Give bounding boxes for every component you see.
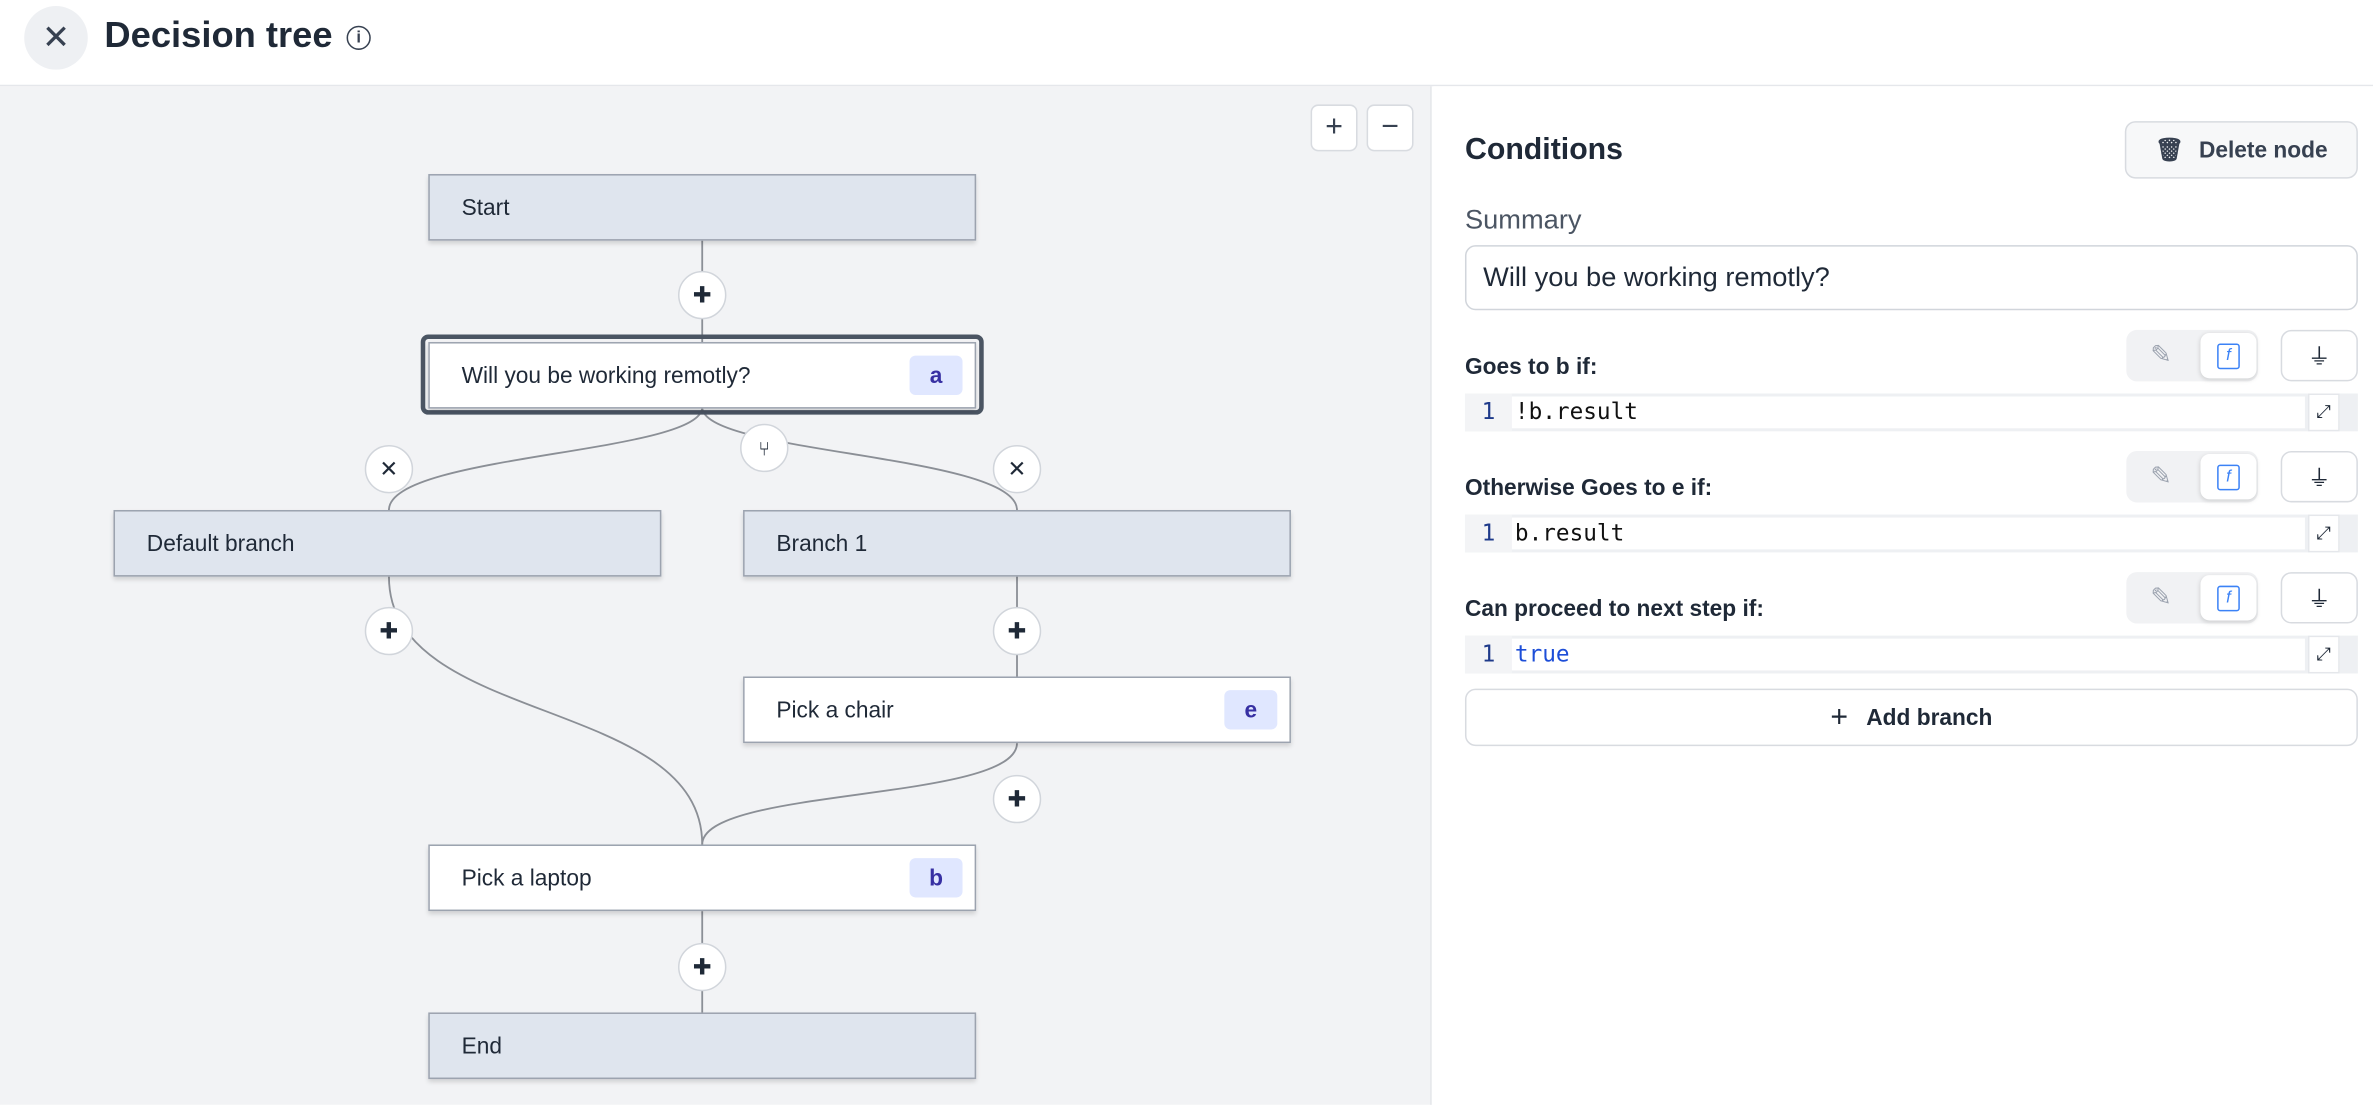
edge bbox=[701, 743, 1018, 845]
condition-label: Otherwise Goes to e if: bbox=[1464, 475, 1713, 501]
flow-canvas[interactable] bbox=[0, 86, 1432, 1105]
add-branch-button[interactable]: + Add branch bbox=[1464, 688, 2358, 747]
summary-input[interactable] bbox=[1464, 245, 2358, 311]
node-label: Branch 1 bbox=[776, 530, 868, 557]
edge bbox=[388, 406, 704, 511]
add-step-icon[interactable]: ✚ bbox=[992, 774, 1042, 824]
node-badge: e bbox=[1224, 690, 1278, 730]
page-title: Decision tree bbox=[104, 15, 333, 56]
node-default-branch[interactable]: Default branch bbox=[113, 510, 662, 577]
line-number: 1 bbox=[1464, 393, 1512, 432]
condition-label: Can proceed to next step if: bbox=[1464, 596, 1764, 623]
delete-node-label: Delete node bbox=[2198, 136, 2328, 163]
node-end[interactable]: End bbox=[428, 1012, 977, 1080]
selection-outline bbox=[420, 334, 984, 415]
condition-label: Goes to b if: bbox=[1464, 354, 1598, 380]
code-text[interactable]: !b.result bbox=[1511, 396, 2305, 429]
pencil-icon[interactable]: ✎ bbox=[2150, 582, 2172, 612]
node-label: Default branch bbox=[146, 530, 295, 557]
zoom-out-button[interactable]: − bbox=[1366, 104, 1414, 152]
condition-editor[interactable]: 1!b.result⤢ bbox=[1464, 393, 2358, 432]
function-icon[interactable]: f bbox=[2200, 454, 2257, 500]
node-chair[interactable]: Pick a chair e bbox=[743, 676, 1291, 744]
remove-branch-icon[interactable]: ✕ bbox=[364, 444, 414, 494]
trash-icon: 🗑 bbox=[2155, 137, 2184, 164]
function-icon[interactable]: f bbox=[2200, 332, 2257, 379]
pencil-icon[interactable]: ✎ bbox=[2150, 340, 2172, 370]
add-step-icon[interactable]: ✚ bbox=[992, 606, 1042, 656]
line-number: 1 bbox=[1464, 635, 1512, 674]
node-start[interactable]: Start bbox=[428, 174, 977, 241]
panel-title: Conditions bbox=[1464, 133, 1624, 167]
zoom-in-button[interactable]: + bbox=[1310, 104, 1358, 152]
add-step-icon[interactable]: ✚ bbox=[364, 606, 414, 656]
remove-branch-icon[interactable]: ✕ bbox=[992, 444, 1042, 494]
node-badge: a bbox=[909, 355, 963, 395]
add-step-icon[interactable]: ✚ bbox=[678, 942, 727, 992]
add-branch-label: Add branch bbox=[1866, 704, 1993, 731]
node-badge: b bbox=[909, 858, 963, 898]
edge bbox=[701, 406, 1018, 511]
node-label: Will you be working remotly? bbox=[461, 362, 751, 389]
add-branch-icon[interactable]: ⑂ bbox=[740, 423, 789, 473]
node-label: Pick a chair bbox=[776, 696, 894, 723]
node-question[interactable]: Will you be working remotly? a bbox=[428, 342, 977, 409]
delete-node-button[interactable]: 🗑 Delete node bbox=[2124, 121, 2358, 179]
node-label: Pick a laptop bbox=[461, 864, 592, 891]
node-label: Start bbox=[461, 194, 510, 221]
expand-icon[interactable]: ⤢ bbox=[2307, 635, 2340, 674]
node-branch-1[interactable]: Branch 1 bbox=[743, 510, 1291, 577]
summary-label: Summary bbox=[1464, 204, 1582, 235]
plug-icon[interactable]: ⏚ bbox=[2280, 572, 2358, 624]
function-icon[interactable]: f bbox=[2200, 575, 2257, 621]
expand-icon[interactable]: ⤢ bbox=[2307, 393, 2340, 432]
line-number: 1 bbox=[1464, 514, 1512, 553]
pencil-icon[interactable]: ✎ bbox=[2150, 461, 2172, 491]
node-label: End bbox=[461, 1032, 502, 1059]
plug-icon[interactable]: ⏚ bbox=[2280, 450, 2358, 503]
plus-icon: + bbox=[1830, 699, 1849, 734]
close-icon[interactable]: ✕ bbox=[24, 6, 88, 70]
code-text[interactable]: b.result bbox=[1511, 517, 2305, 550]
header-bar: ✕ Decision tree i bbox=[0, 0, 2373, 87]
node-laptop[interactable]: Pick a laptop b bbox=[428, 844, 977, 912]
info-icon[interactable]: i bbox=[346, 25, 371, 50]
add-step-icon[interactable]: ✚ bbox=[678, 270, 727, 320]
code-text[interactable]: true bbox=[1511, 638, 2305, 671]
expand-icon[interactable]: ⤢ bbox=[2307, 514, 2340, 553]
plug-icon[interactable]: ⏚ bbox=[2280, 329, 2358, 382]
edge bbox=[388, 576, 704, 845]
